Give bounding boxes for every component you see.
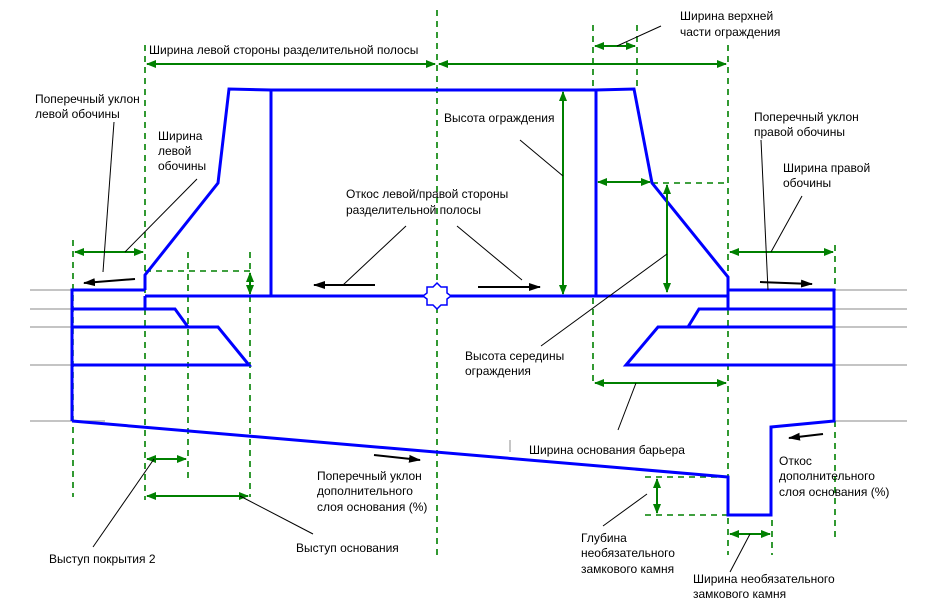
- subbase-slope-arrow: [373, 454, 421, 463]
- label-subbase-slope: Поперечный уклон: [317, 469, 422, 483]
- left-layer-2: [72, 325, 253, 367]
- dimension-arrows: [74, 42, 834, 538]
- label-barrier-height: Высота ограждения: [444, 111, 554, 125]
- label-base-extension: Выступ основания: [296, 541, 399, 555]
- label-subbase-slope-2: дополнительного: [317, 484, 413, 498]
- leader-lines: [92, 25, 803, 573]
- label-right-shoulder-slope: Поперечный уклон: [754, 110, 859, 124]
- label-left-median-width: Ширина левой стороны разделительной поло…: [149, 43, 418, 57]
- label-key-depth-2: необязательного: [581, 546, 675, 560]
- label-left-shoulder-slope-2: левой обочины: [35, 107, 120, 121]
- label-key-depth: Глубина: [581, 531, 627, 545]
- label-subbase-side-slope-3: слоя основания (%): [779, 485, 889, 499]
- label-subbase-slope-3: слоя основания (%): [317, 500, 427, 514]
- subbase-side-slope-arrow: [788, 432, 824, 441]
- label-barrier-mid-height-2: ограждения: [465, 364, 531, 378]
- left-shoulder-top: [70, 288, 145, 421]
- right-shoulder-slope-arrow: [759, 279, 813, 288]
- slope-arrows: [83, 278, 824, 463]
- label-median-slope: Откос левой/правой стороны: [346, 187, 508, 201]
- layer-reference-lines: [30, 289, 907, 452]
- left-shoulder-slope-arrow: [83, 278, 136, 287]
- label-left-shoulder-width-3: обочины: [158, 159, 206, 173]
- label-key-width: Ширина необязательного: [693, 572, 835, 586]
- label-right-shoulder-width-2: обочины: [783, 176, 831, 190]
- label-right-shoulder-width: Ширина правой: [783, 161, 870, 175]
- label-subbase-side-slope: Откос: [779, 454, 812, 468]
- label-left-shoulder-width: Ширина: [158, 129, 203, 143]
- label-barrier-base-width: Ширина основания барьера: [529, 443, 685, 457]
- label-pave2-extension: Выступ покрытия 2: [49, 552, 156, 566]
- label-left-shoulder-width-2: левой: [158, 144, 191, 158]
- subbase-bottom: [71, 288, 836, 517]
- label-subbase-side-slope-2: дополнительного: [779, 469, 875, 483]
- crown-point-marker-icon: [421, 281, 453, 311]
- label-right-shoulder-slope-2: правой обочины: [754, 125, 845, 139]
- label-left-shoulder-slope: Поперечный уклон: [35, 92, 140, 106]
- left-layer-1: [72, 307, 190, 328]
- labels: Ширина левой стороны разделительной поло…: [35, 9, 889, 601]
- right-layer-2: [622, 325, 834, 367]
- label-key-depth-3: замкового камня: [581, 562, 674, 576]
- cross-section-shape: [70, 87, 836, 517]
- right-layer-1: [686, 307, 834, 328]
- label-median-slope-2: разделительной полосы: [346, 203, 481, 217]
- label-barrier-top-width: Ширина верхней: [680, 9, 773, 23]
- barrier-outline: [143, 87, 730, 296]
- label-barrier-mid-height: Высота середины: [465, 349, 564, 363]
- label-key-width-2: замкового камня: [693, 587, 786, 601]
- label-barrier-top-width-2: части ограждения: [680, 25, 780, 39]
